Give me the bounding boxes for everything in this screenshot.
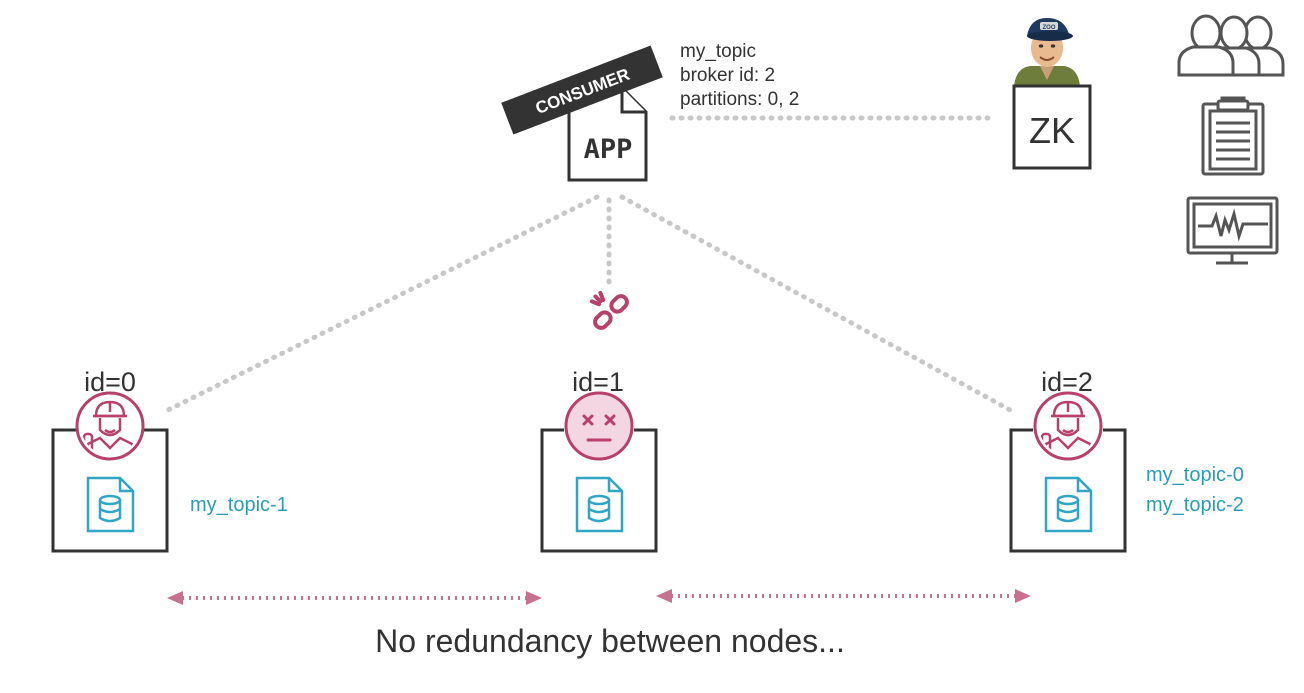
broker-2-worker-avatar: [1033, 391, 1103, 461]
zookeeper-cap-label: ZOO: [1043, 25, 1056, 31]
broker-2-partition-1: my_topic-2: [1146, 494, 1244, 516]
broker-2-partition-0: my_topic-0: [1146, 464, 1244, 486]
consumer-info-topic: my_topic: [680, 41, 756, 62]
consumer-info-partitions: partitions: 0, 2: [680, 89, 799, 110]
zookeeper-avatar: ZOO: [1014, 18, 1080, 86]
consumer-info: my_topic broker id: 2 partitions: 0, 2: [680, 41, 799, 110]
clipboard-icon: [1201, 96, 1265, 176]
broker-2: id=2 my_topic-0 my_topic-2: [1009, 367, 1244, 553]
broker-2-database-file-icon: [1044, 476, 1093, 533]
users-icon: [1177, 14, 1285, 77]
app-broker0-connection: [165, 194, 600, 413]
broker-1-box: [540, 428, 658, 553]
connection-lines: [165, 115, 1013, 413]
broker-0-partition-0: my_topic-1: [190, 494, 288, 516]
zk-label: ZK: [1029, 110, 1075, 151]
broker-0-worker-avatar: [75, 391, 145, 461]
broker-0-database-file-icon: [86, 476, 135, 533]
arrow-broker1-broker2: [656, 589, 1031, 603]
app-label: APP: [584, 134, 633, 165]
zk-box: [1012, 84, 1092, 170]
broker-1-dead-face-icon: [564, 391, 634, 461]
broker-0-box: [51, 428, 169, 553]
monitor-heartbeat-icon: [1186, 196, 1279, 265]
broker-1-database-file-icon: [575, 476, 624, 533]
broker-1: id=1: [540, 367, 658, 553]
consumer-app: APP CONSUMER: [501, 45, 663, 182]
diagram-caption: No redundancy between nodes...: [375, 623, 845, 659]
arrow-broker0-broker1: [167, 591, 542, 605]
app-broker2-connection: [619, 194, 1013, 413]
broker-0: id=0 my_topic-1: [51, 367, 288, 553]
consumer-info-broker: broker id: 2: [680, 65, 775, 86]
zookeeper: ZOO ZK: [1012, 18, 1092, 170]
broker-2-box: [1009, 428, 1127, 553]
broken-link-icon: [589, 290, 629, 330]
consumer-tag: [501, 45, 663, 135]
